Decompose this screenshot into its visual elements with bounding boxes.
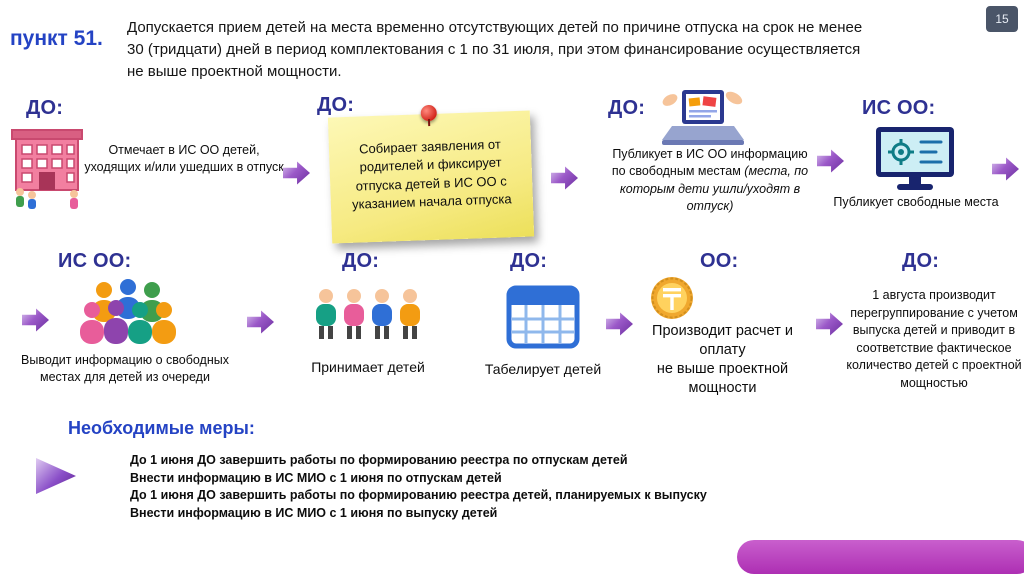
- arrow-right-icon: [247, 310, 274, 334]
- arrow-right-icon: [606, 312, 633, 336]
- step-text-normal: Публикует в ИС ОО информацию по свободны…: [611, 147, 808, 179]
- intro-line: 30 (тридцати) дней в период комплектован…: [127, 41, 861, 59]
- step-text: Публикует свободные места: [833, 195, 999, 209]
- step-text: Табелирует детей: [484, 361, 602, 377]
- step-text: Выводит информацию о свободных местах дл…: [21, 353, 229, 385]
- step-text-line: не выше проектной мощности: [656, 361, 789, 397]
- tenge-coin-icon: [651, 277, 693, 319]
- step-label: ДО:: [317, 94, 355, 116]
- step-text: Производит расчет и оплату не выше проек…: [630, 322, 815, 399]
- spreadsheet-icon: [506, 285, 580, 349]
- page-title: пункт 51.: [10, 27, 103, 50]
- step-text: Отмечает в ИС ОО детей, уходящих и/или у…: [84, 143, 284, 175]
- intro-line: не выше проектной мощности.: [127, 63, 342, 81]
- step-label: ОО:: [700, 250, 739, 272]
- measures-title: Необходимые меры:: [68, 418, 255, 438]
- people-group-icon: [80, 279, 176, 344]
- step-text-line: Производит расчет и оплату: [652, 323, 793, 359]
- intro-line: Допускается прием детей на места временн…: [127, 19, 863, 36]
- measure-item: Внести информацию в ИС МИО с 1 июня по в…: [130, 505, 498, 520]
- intro-text: Допускается прием детей на места временн…: [127, 17, 1007, 84]
- monitor-icon: [876, 127, 954, 190]
- measure-item: До 1 июня ДО завершить работы по формиро…: [130, 488, 707, 502]
- measure-item: До 1 июня ДО завершить работы по формиро…: [130, 453, 628, 467]
- bottom-accent-bar: [737, 540, 1024, 574]
- arrow-right-icon: [816, 312, 843, 336]
- arrow-right-icon: [551, 166, 578, 190]
- step-label: ИС ОО:: [862, 97, 936, 119]
- step-label: ДО:: [608, 97, 646, 119]
- measure-item: Внести информацию в ИС МИО с 1 июня по о…: [130, 470, 502, 485]
- laptop-icon: [662, 90, 744, 145]
- arrow-right-icon: [992, 157, 1019, 181]
- measures-list: До 1 июня ДО завершить работы по формиро…: [130, 452, 707, 522]
- step-text: Принимает детей: [311, 359, 425, 375]
- step-label: ДО:: [510, 250, 548, 272]
- step-text: Публикует в ИС ОО информацию по свободны…: [606, 146, 814, 215]
- step-text: 1 августа производит перегруппирование с…: [846, 288, 1022, 390]
- sticky-note: Собирает заявления от родителей и фиксир…: [327, 104, 535, 244]
- step-label: ДО:: [26, 97, 64, 119]
- children-queue-icon: [316, 289, 420, 339]
- step-text: Собирает заявления от родителей и фиксир…: [351, 136, 512, 213]
- step-text-italic: (места, по которым дети ушли/уходят в от…: [619, 164, 809, 213]
- play-triangle-icon: [36, 458, 76, 494]
- arrow-right-icon: [817, 149, 844, 173]
- arrow-right-icon: [283, 161, 310, 185]
- school-icon: [11, 129, 83, 209]
- step-label: ДО:: [342, 250, 380, 272]
- step-label: ДО:: [902, 250, 940, 272]
- slide-number-badge: 15: [986, 6, 1018, 32]
- arrow-right-icon: [22, 308, 49, 332]
- step-label: ИС ОО:: [58, 250, 132, 272]
